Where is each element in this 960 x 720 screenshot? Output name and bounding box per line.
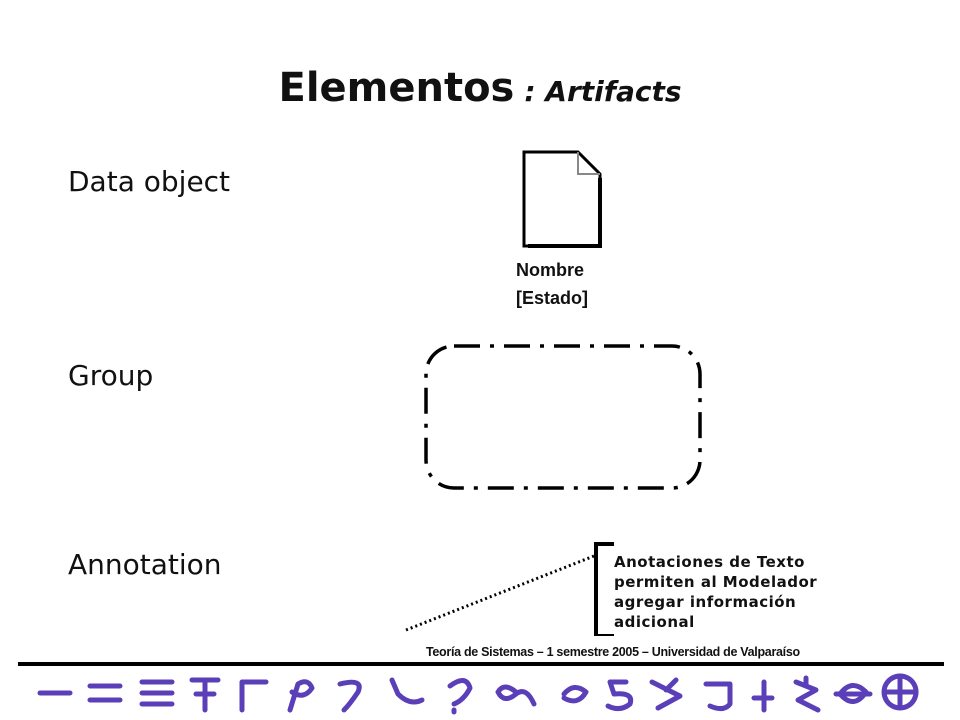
title-main: Elementos <box>278 65 515 111</box>
glyph-tack-icon <box>751 679 775 713</box>
footer-rule <box>18 662 944 666</box>
annotation-line-2: permiten al Modelador <box>614 573 818 591</box>
glyph-alpha-icon <box>495 684 537 707</box>
annotation-association-line <box>405 542 614 636</box>
footer-note: Teoría de Sistemas – 1 semestre 2005 – U… <box>426 645 800 659</box>
title-sub: : Artifacts <box>524 75 682 108</box>
data-object-name: Nombre <box>516 260 585 280</box>
label-group: Group <box>68 359 154 392</box>
annotation-line-4: adicional <box>614 613 695 631</box>
data-object-caption: Nombre [Estado] <box>516 256 588 312</box>
glyph-circle-plus-icon <box>881 673 919 711</box>
slide-title: Elementos : Artifacts <box>0 68 960 108</box>
label-data-object: Data object <box>68 165 231 198</box>
data-object-state: [Estado] <box>516 288 588 308</box>
glyph-s-icon <box>389 677 425 705</box>
annotation-line-3: agregar información <box>614 593 797 611</box>
glyph-loop-icon <box>287 679 315 713</box>
glyph-z-icon <box>793 675 821 713</box>
decorative-glyph-strip <box>37 673 919 715</box>
glyph-j-icon <box>703 681 733 712</box>
annotation-line-1: Anotaciones de Texto <box>614 553 805 571</box>
glyph-theta-icon <box>833 683 873 704</box>
glyph-three-lines-icon <box>139 679 175 707</box>
glyph-zigzag-icon <box>649 677 683 711</box>
glyph-ring-icon <box>561 685 589 704</box>
glyph-cross-icon <box>189 677 221 713</box>
glyph-two-lines-icon <box>87 683 123 703</box>
glyph-curve-icon <box>337 679 362 713</box>
label-annotation: Annotation <box>68 548 222 581</box>
data-object-icon <box>522 150 602 248</box>
glyph-five-icon <box>605 679 634 712</box>
glyph-question-icon <box>447 678 473 715</box>
glyph-hook-icon <box>239 679 269 713</box>
annotation-text: Anotaciones de Texto permiten al Modelad… <box>614 552 874 632</box>
group-box-shape <box>424 344 702 490</box>
